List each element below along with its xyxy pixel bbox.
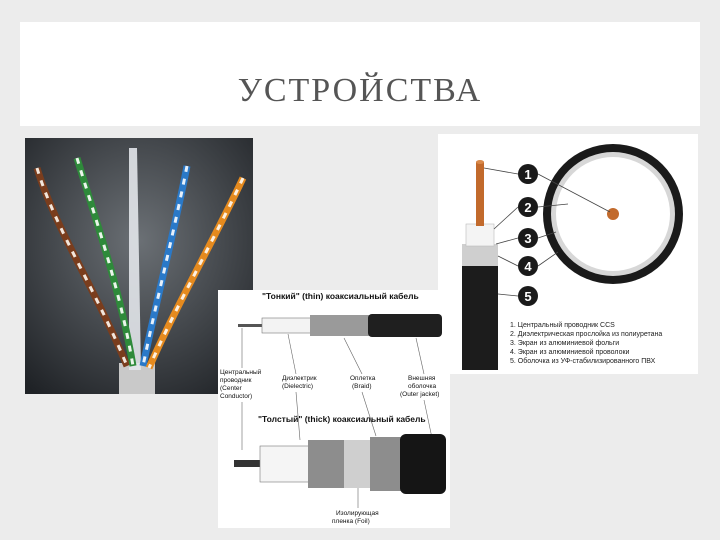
twisted-pair-photo bbox=[25, 138, 253, 394]
svg-text:оболочка: оболочка bbox=[408, 382, 437, 390]
slide-title: УСТРОЙСТВА bbox=[237, 72, 483, 109]
legend-line-1: 1. Центральный проводник CCS bbox=[510, 321, 615, 329]
svg-text:Внешняя: Внешняя bbox=[408, 375, 436, 382]
svg-text:(Dielectric): (Dielectric) bbox=[282, 383, 313, 390]
svg-text:Центральный: Центральный bbox=[220, 368, 262, 376]
thin-caption: "Тонкий" (thin) коаксиальный кабель bbox=[262, 291, 419, 301]
svg-text:1: 1 bbox=[524, 167, 531, 182]
number-badge-5: 5 bbox=[518, 286, 538, 306]
svg-text:Диэлектрик: Диэлектрик bbox=[282, 375, 317, 382]
svg-text:(Braid): (Braid) bbox=[352, 383, 372, 390]
legend-line-5: 5. Оболочка из УФ-стабилизированного ПВХ bbox=[510, 357, 656, 365]
title-box: УСТРОЙСТВА bbox=[20, 22, 700, 126]
svg-text:2: 2 bbox=[524, 200, 531, 215]
coax-types-diagram: "Тонкий" (thin) коаксиальный кабель Цент… bbox=[218, 290, 450, 528]
svg-text:4: 4 bbox=[524, 259, 532, 274]
svg-text:пленка (Foil): пленка (Foil) bbox=[332, 518, 370, 525]
number-badge-2: 2 bbox=[518, 197, 538, 217]
svg-text:Изолирующая: Изолирующая bbox=[336, 510, 379, 517]
coax-section-figure: 1 2 3 4 5 bbox=[438, 134, 698, 374]
svg-text:Оплетка: Оплетка bbox=[350, 375, 376, 382]
legend-line-3: 3. Экран из алюминиевой фольги bbox=[510, 339, 619, 347]
legend-line-2: 2. Диэлектрическая прослойка из полиурет… bbox=[510, 330, 662, 338]
number-badge-1: 1 bbox=[518, 164, 538, 184]
svg-text:(Outer jacket): (Outer jacket) bbox=[400, 391, 439, 398]
legend-line-4: 4. Экран из алюминиевой проволоки bbox=[510, 348, 630, 356]
number-badge-3: 3 bbox=[518, 228, 538, 248]
thick-caption: "Толстый" (thick) коаксиальный кабель bbox=[258, 414, 426, 424]
svg-text:Conductor): Conductor) bbox=[220, 393, 252, 400]
svg-text:5: 5 bbox=[524, 289, 531, 304]
svg-text:(Center: (Center bbox=[220, 385, 243, 392]
number-badge-4: 4 bbox=[518, 256, 538, 276]
svg-text:3: 3 bbox=[524, 231, 531, 246]
svg-text:проводник: проводник bbox=[220, 377, 252, 384]
